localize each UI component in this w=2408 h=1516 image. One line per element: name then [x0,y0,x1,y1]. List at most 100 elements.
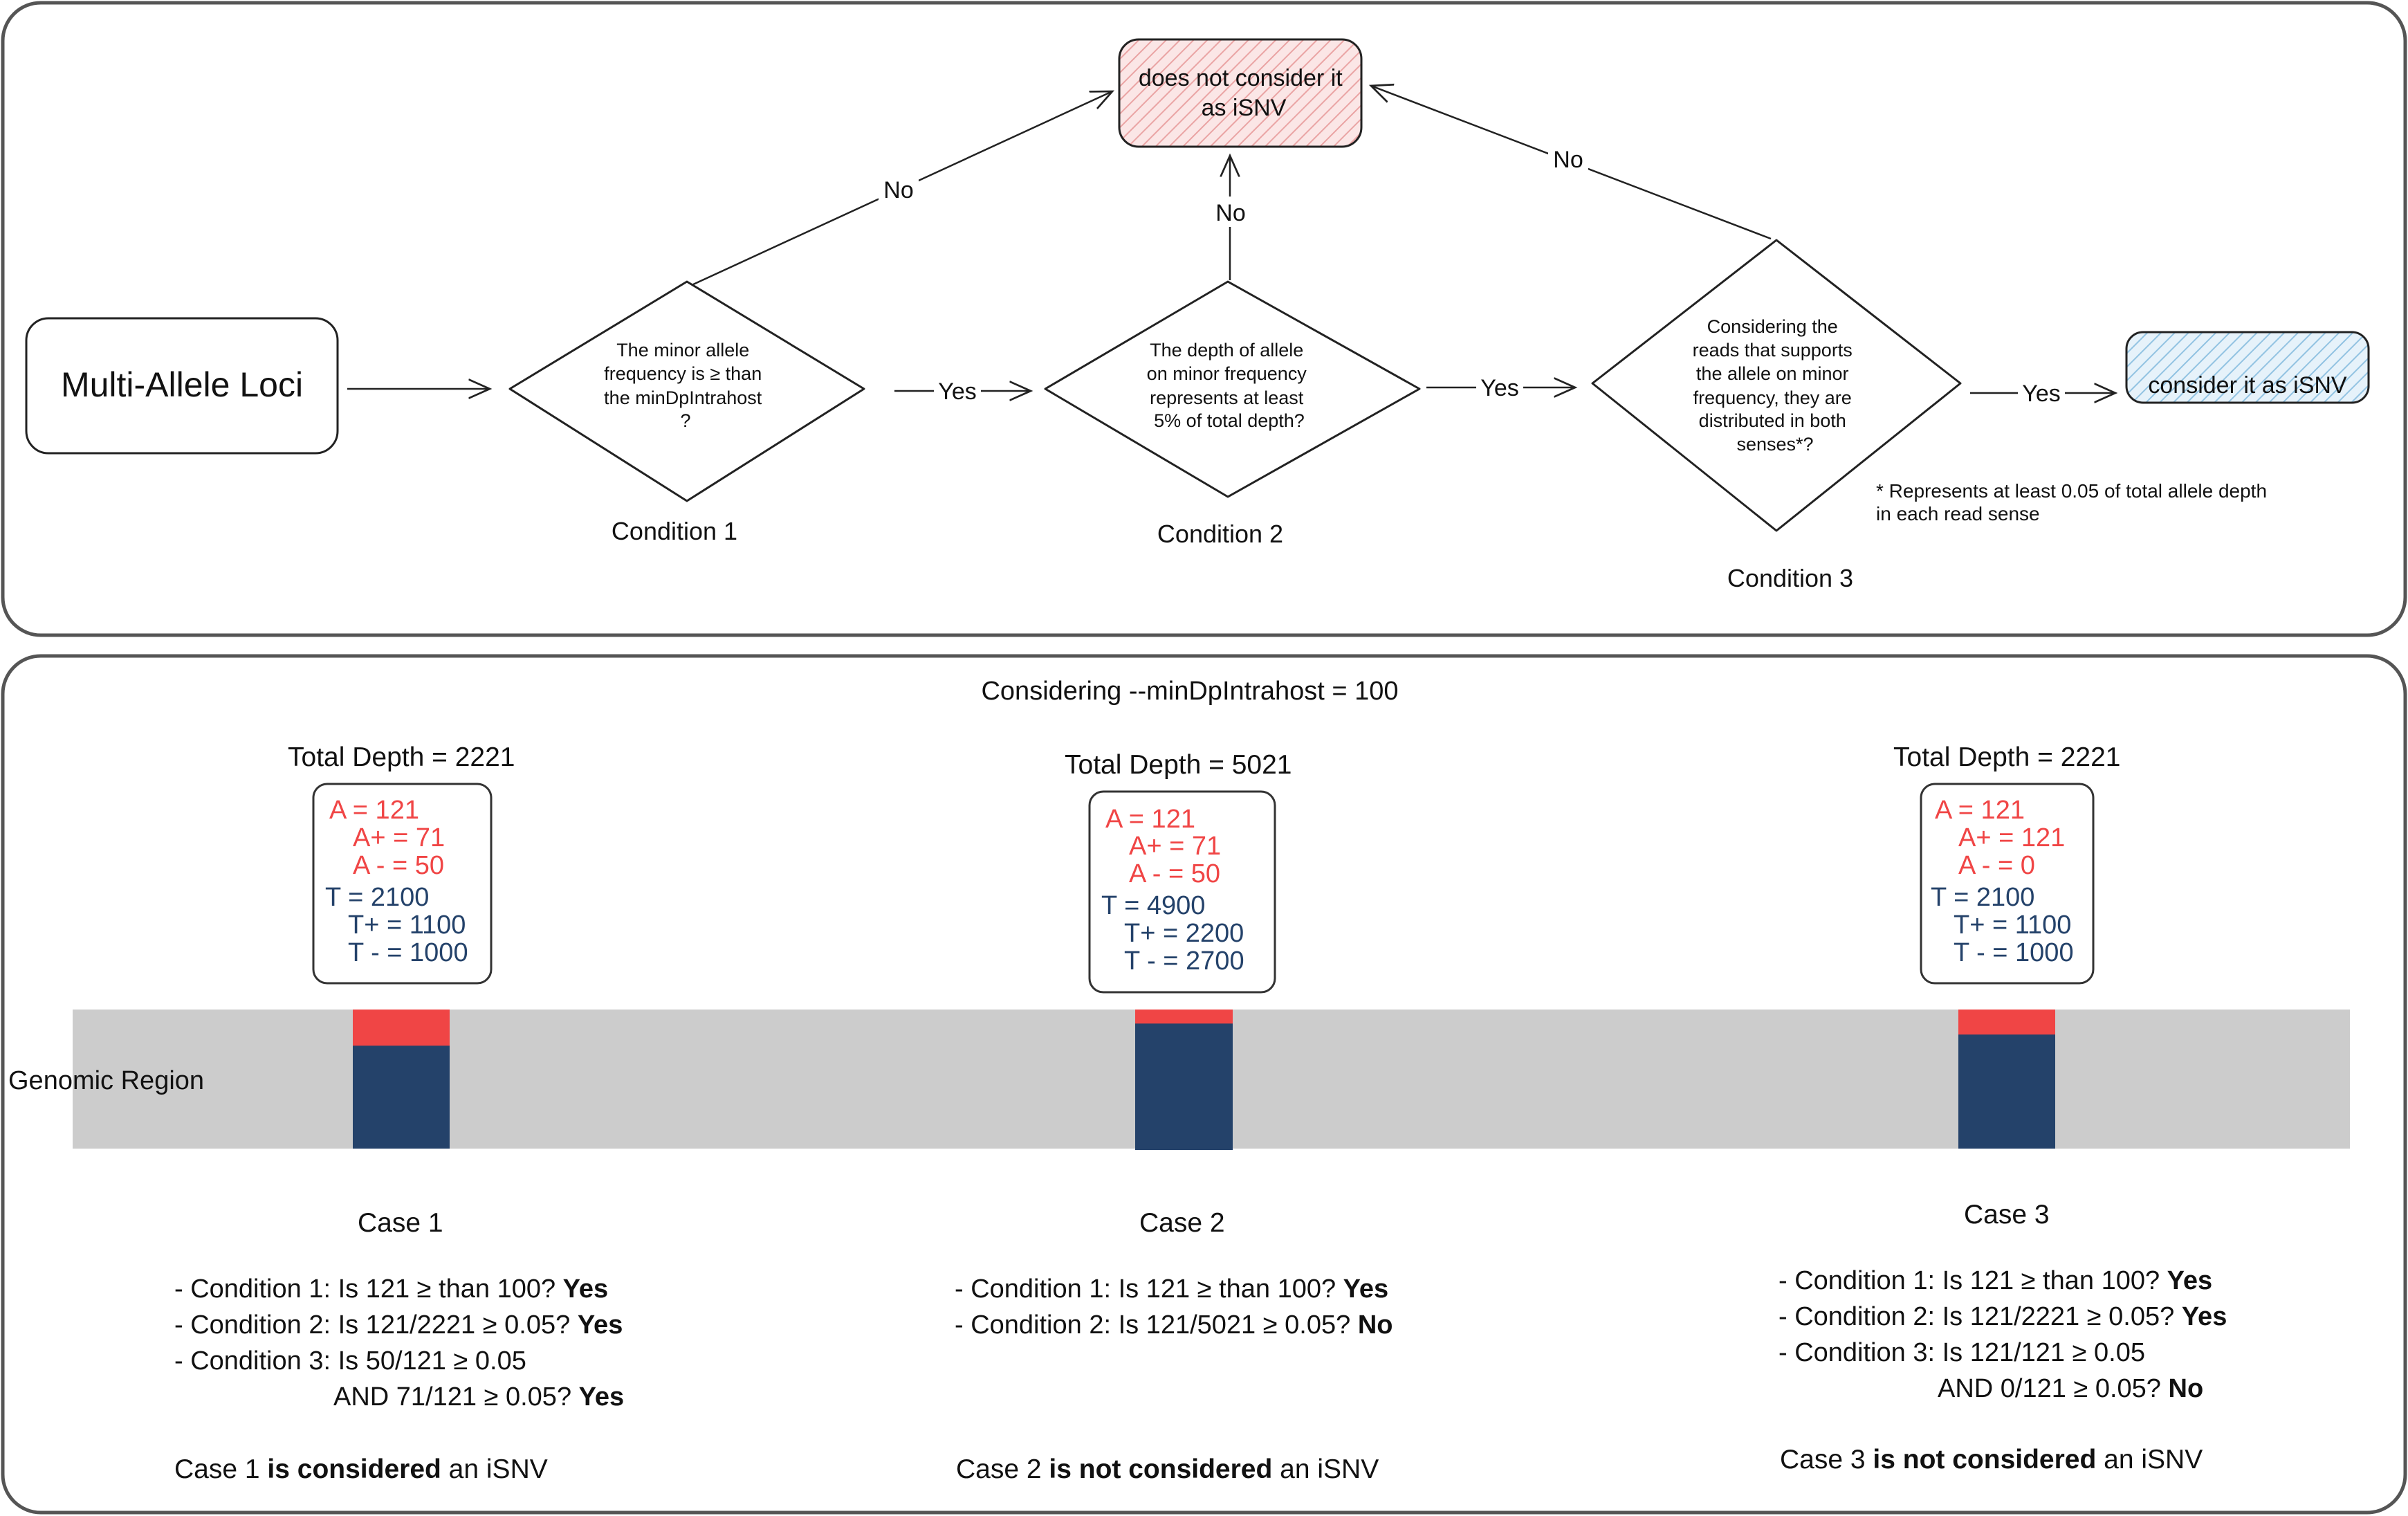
yes-label: Yes [1480,375,1518,401]
genomic-region-label: Genomic Region [8,1066,204,1095]
count-t-plus: T+ = 1100 [1954,911,2072,940]
condition1-text: The minor allele frequency is ≥ than the… [604,340,767,431]
condition-answer: Yes [2181,1302,2227,1331]
count-a-plus: A+ = 71 [1129,832,1222,861]
count-t: T = 2100 [1931,883,2035,912]
count-a: A = 121 [1935,796,2025,825]
yes-label: Yes [2022,381,2060,407]
condition3-line: frequency, they are [1693,387,1852,408]
condition1-line: The minor allele [616,340,749,360]
case-condition: - Condition 1: Is 121 ≥ than 100? Yes [955,1275,1388,1304]
verdict-bold: is not considered [1873,1445,2097,1474]
condition-text: - Condition 2: Is 121/5021 ≥ 0.05? [955,1310,1358,1340]
condition-text: AND 71/121 ≥ 0.05? [333,1382,579,1412]
start-node-label: Multi-Allele Loci [61,365,303,404]
allele-column-case3 [1958,1010,2055,1149]
label-bg [1211,197,1251,227]
minor-allele-segment [353,1010,450,1046]
condition3-line: the allele on minor [1696,363,1849,384]
allele-column-case1 [353,1010,450,1149]
example-header: Considering --minDpIntrahost = 100 [981,677,1398,706]
footnote-line: in each read sense [1876,503,2040,524]
condition3-caption: Condition 3 [1727,564,1853,592]
reject-node-line: does not consider it [1139,65,1343,91]
condition1-line: the minDpIntrahost [604,387,762,408]
case-title: Case 3 [1964,1200,2050,1230]
condition1-line: frequency is ≥ than [604,363,762,384]
example-panel [1,654,2407,1515]
count-t: T = 4900 [1101,891,1206,920]
case-title: Case 1 [358,1208,443,1238]
case-condition: - Condition 2: Is 121/2221 ≥ 0.05? Yes [1779,1302,2227,1332]
count-a-minus: A - = 50 [1129,859,1221,888]
case-condition: - Condition 2: Is 121/5021 ≥ 0.05? No [955,1310,1393,1340]
case-condition: - Condition 1: Is 121 ≥ than 100? Yes [1779,1266,2212,1296]
case-condition: - Condition 1: Is 121 ≥ than 100? Yes [174,1275,608,1304]
major-allele-segment [1135,1010,1233,1150]
minor-allele-segment [1958,1010,2055,1035]
condition3-line: Considering the [1707,316,1838,337]
condition-text: - Condition 2: Is 121/2221 ≥ 0.05? [1779,1302,2182,1331]
count-a-plus: A+ = 121 [1958,823,2066,852]
count-t-minus: T - = 2700 [1124,947,1244,976]
verdict-post: an iSNV [1272,1454,1379,1484]
condition3-diamond [1591,239,1962,532]
counts-box-case1 [312,783,493,985]
reject-node-text: does not consider it as iSNV [1139,65,1349,121]
count-a-minus: A - = 0 [1958,851,2035,880]
case-condition: AND 0/121 ≥ 0.05? No [1938,1374,2203,1404]
condition-answer: Yes [562,1275,609,1304]
condition-text: - Condition 2: Is 121/2221 ≥ 0.05? [174,1310,578,1340]
condition-answer: Yes [577,1310,623,1340]
condition-text: - Condition 1: Is 121 ≥ than 100? [955,1275,1343,1304]
label-bg [934,374,981,404]
case-condition: - Condition 2: Is 121/2221 ≥ 0.05? Yes [174,1310,623,1340]
condition-answer: No [2168,1374,2204,1403]
label-bg [2018,376,2065,407]
verdict-post: an iSNV [441,1454,548,1484]
verdict-pre: Case 2 [956,1454,1049,1484]
flowchart-panel [1,1,2407,637]
condition1-line: ? [680,410,690,431]
reject-node [1118,38,1363,148]
condition-text: - Condition 3: Is 121/121 ≥ 0.05 [1779,1338,2145,1367]
count-t-minus: T - = 1000 [1954,938,2074,967]
yes-label: Yes [938,378,976,405]
condition2-text: The depth of allele on minor frequency r… [1147,340,1312,431]
condition2-line: on minor frequency [1147,363,1307,384]
reject-node-line: as iSNV [1202,95,1287,121]
total-depth-case1: Total Depth = 2221 [288,742,515,772]
count-a-minus: A - = 50 [353,851,445,880]
condition-answer: Yes [578,1382,625,1412]
counts-box-case3 [1920,783,2095,985]
case-verdict: Case 3 is not considered an iSNV [1780,1445,2203,1475]
case-verdict: Case 1 is considered an iSNV [174,1454,548,1485]
condition-text: - Condition 1: Is 121 ≥ than 100? [174,1275,563,1304]
no-label: No [1553,147,1583,173]
verdict-pre: Case 3 [1780,1445,1873,1474]
case-condition: - Condition 3: Is 121/121 ≥ 0.05 [1779,1338,2145,1368]
count-a: A = 121 [329,796,419,825]
footnote-line: * Represents at least 0.05 of total alle… [1876,480,2267,502]
condition-answer: Yes [1343,1275,1389,1304]
case-title: Case 2 [1139,1208,1225,1238]
verdict-bold: is not considered [1049,1454,1273,1484]
start-node [25,317,339,455]
condition2-caption: Condition 2 [1157,520,1283,548]
no-label: No [1215,200,1245,226]
label-bg [1476,371,1523,401]
verdict-bold: is considered [267,1454,441,1484]
condition2-line: The depth of allele [1150,340,1303,360]
case-condition: AND 71/121 ≥ 0.05? Yes [333,1382,624,1412]
accept-node [2125,331,2370,404]
count-t-plus: T+ = 2200 [1124,919,1244,948]
minor-allele-segment [1135,1010,1233,1024]
footnote: * Represents at least 0.05 of total alle… [1876,480,2272,524]
count-a: A = 121 [1105,805,1195,834]
condition3-line: distributed in both [1699,410,1846,431]
condition2-diamond [1044,280,1421,498]
verdict-post: an iSNV [2096,1445,2203,1474]
allele-column-case2 [1135,1010,1233,1150]
accept-node-label: consider it as iSNV [2148,372,2347,399]
